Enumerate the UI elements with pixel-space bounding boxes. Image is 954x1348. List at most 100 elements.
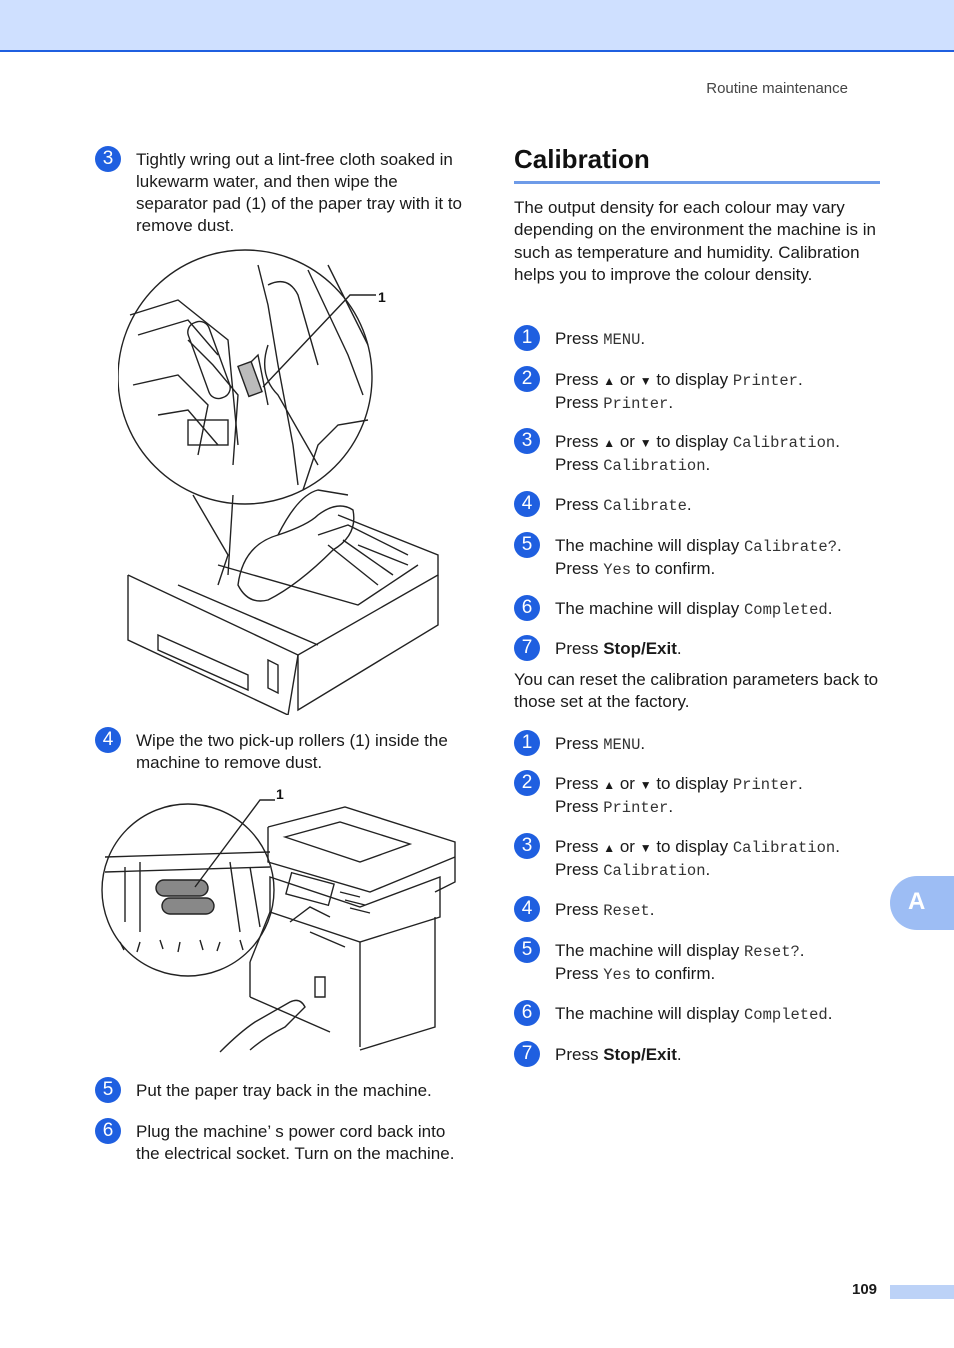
stop-exit-key-label: Stop/Exit [603,639,677,658]
yes-label: Yes [603,966,632,984]
step-text: Wipe the two pick-up rollers (1) inside … [136,731,448,772]
yes-label: Yes [603,561,632,579]
step-number-badge: 3 [514,833,540,859]
step-text: Put the paper tray back in the machine. [136,1081,432,1100]
down-arrow-icon: ▼ [639,436,652,450]
printer-label: Printer [603,799,669,817]
reset-step-2: 2 Press ▲ or ▼ to display Printer. Press… [514,770,884,819]
calibrate-step-7: 7 Press Stop/Exit. [514,635,884,661]
reset-step-4: 4 Press Reset. [514,896,884,922]
step-number-badge: 4 [514,491,540,517]
reset-question-label: Reset? [743,943,800,961]
step-number-badge: 1 [514,730,540,756]
machine-display-text: The machine will display [555,599,740,618]
word-to-display: to display [656,432,729,451]
top-header-band [0,0,954,52]
word-press: Press [555,860,599,879]
word-press: Press [555,455,599,474]
word-press: Press [555,495,599,514]
period: . [649,900,655,919]
period: . [705,860,711,879]
word-press: Press [555,797,599,816]
word-press: Press [555,964,599,983]
period: . [668,393,674,412]
menu-key-label: MENU [603,331,641,349]
up-arrow-icon: ▲ [603,374,616,388]
reset-step-7: 7 Press Stop/Exit. [514,1041,884,1067]
period: . [640,734,646,753]
period: . [705,455,711,474]
period: . [827,1004,833,1023]
step-number-badge: 2 [514,366,540,392]
completed-label: Completed [743,1006,828,1024]
up-arrow-icon: ▲ [603,436,616,450]
reset-step-3: 3 Press ▲ or ▼ to display Calibration. P… [514,833,884,882]
word-press: Press [555,837,599,856]
page-number-bar [890,1285,954,1299]
appendix-side-tab: A [890,876,954,930]
menu-key-label: MENU [603,736,641,754]
step-4-wipe-rollers: 4 Wipe the two pick-up rollers (1) insid… [95,727,465,774]
period: . [799,941,805,960]
calibrate-step-1: 1 Press MENU. [514,325,884,351]
period: . [798,774,803,793]
period: . [835,837,840,856]
calibration-intro-paragraph: The output density for each colour may v… [514,198,876,284]
calibrate-question-label: Calibrate? [743,538,837,556]
word-press: Press [555,559,599,578]
step-number-badge: 6 [514,1000,540,1026]
up-arrow-icon: ▲ [603,841,616,855]
figure-callout-1: 1 [378,289,386,305]
calibration-label: Calibration [732,839,836,857]
calibrate-step-4: 4 Press Calibrate. [514,491,884,517]
pick-up-rollers-illustration: 1 [101,786,456,1053]
calibration-label: Calibration [603,457,706,475]
step-number-badge: 4 [95,727,121,753]
printer-label: Printer [732,776,798,794]
period: . [827,599,833,618]
stop-exit-key-label: Stop/Exit [603,1045,677,1064]
paper-tray-separator-pad-illustration: 1 [118,249,439,715]
word-or: or [619,837,635,856]
completed-label: Completed [743,601,828,619]
running-head: Routine maintenance [706,80,848,97]
calibrate-step-5: 5 The machine will display Calibrate?. P… [514,532,884,581]
step-number-badge: 3 [95,146,121,172]
word-press: Press [555,900,599,919]
period: . [676,1045,682,1064]
word-to-display: to display [656,370,729,389]
figure-callout-1: 1 [276,786,284,802]
section-title-rule [514,181,880,184]
step-number-badge: 6 [95,1118,121,1144]
step-number-badge: 5 [95,1077,121,1103]
period: . [668,797,674,816]
period: . [798,370,803,389]
word-or: or [619,370,635,389]
step-number-badge: 6 [514,595,540,621]
step-number-badge: 1 [514,325,540,351]
page-number: 109 [852,1281,878,1298]
reset-label: Reset [603,902,650,920]
period: . [640,329,646,348]
period: . [676,639,682,658]
period: . [837,536,842,555]
step-6-plug-power-cord: 6 Plug the machine’ s power cord back in… [95,1118,465,1165]
printer-label: Printer [732,372,798,390]
word-press: Press [555,370,599,389]
step-number-badge: 5 [514,532,540,558]
machine-display-text: The machine will display [555,536,740,555]
word-or: or [619,432,635,451]
word-press: Press [555,432,599,451]
step-number-badge: 5 [514,937,540,963]
calibrate-step-3: 3 Press ▲ or ▼ to display Calibration. P… [514,428,884,477]
period: . [686,495,692,514]
down-arrow-icon: ▼ [639,841,652,855]
reset-intro-paragraph: You can reset the calibration parameters… [514,670,879,712]
side-tab-letter: A [908,888,926,915]
machine-display-text: The machine will display [555,941,740,960]
step-text: Tightly wring out a lint-free cloth soak… [136,150,463,235]
calibration-label: Calibration [603,862,706,880]
word-press: Press [555,393,599,412]
calibrate-step-2: 2 Press ▲ or ▼ to display Printer. Press… [514,366,884,415]
word-or: or [619,774,635,793]
